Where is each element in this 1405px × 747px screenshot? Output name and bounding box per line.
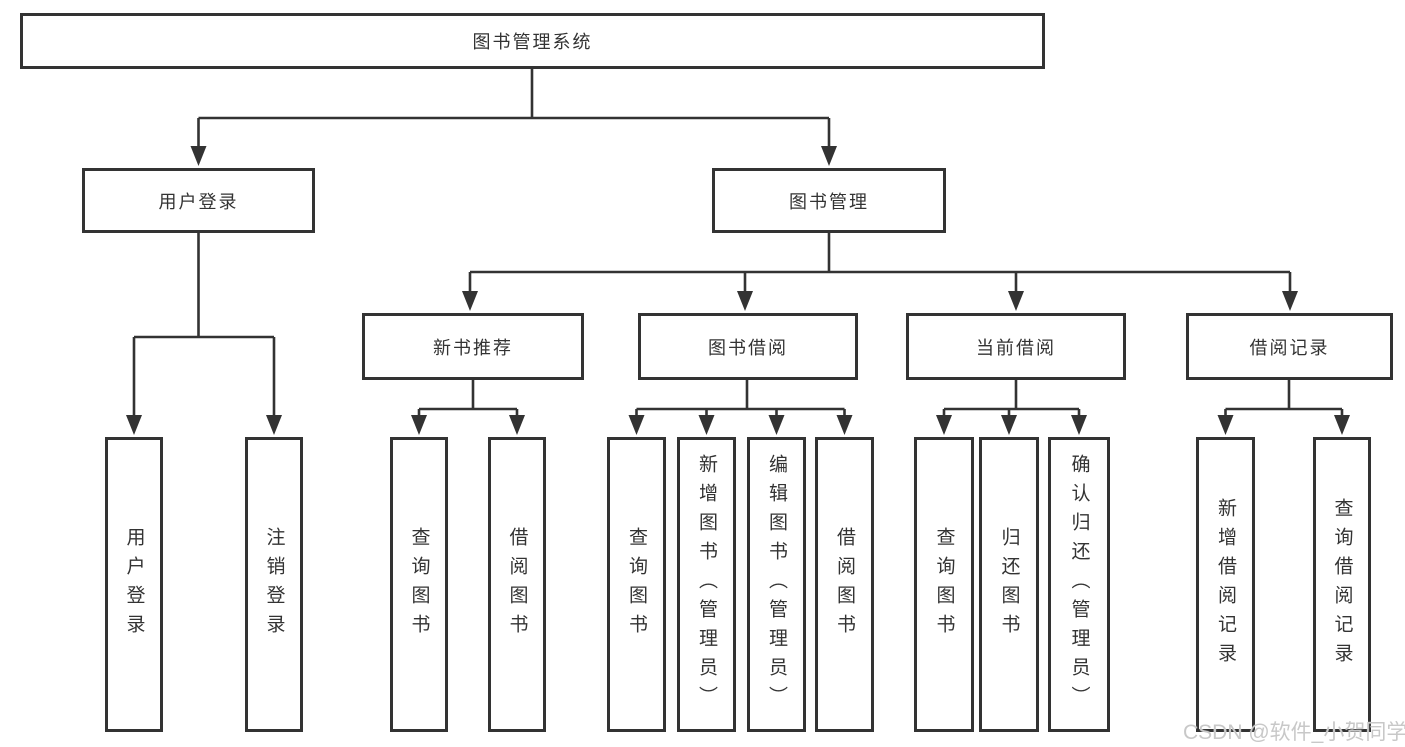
leaf-br-add-record-label: 新增借阅记录	[1215, 497, 1236, 672]
connector-borrowing-records-to-leaves	[1217, 380, 1350, 435]
connector-book-management-to-level3	[462, 233, 1298, 311]
arrow-down-icon	[936, 415, 952, 435]
leaf-bb-add-books-admin: 新增图书（管理员）	[677, 437, 736, 732]
arrow-down-icon	[1071, 415, 1087, 435]
arrow-down-icon	[821, 146, 837, 166]
arrow-down-icon	[266, 415, 282, 435]
node-borrowing-records: 借阅记录	[1186, 313, 1393, 380]
leaf-bb-borrow-books-label: 借阅图书	[834, 526, 855, 643]
leaf-logout-label: 注销登录	[263, 526, 285, 643]
connector-new-book-recommend-to-leaves	[411, 380, 525, 435]
arrow-down-icon	[1334, 415, 1350, 435]
leaf-cb-confirm-return-admin: 确认归还（管理员）	[1048, 437, 1110, 732]
leaf-bb-borrow-books: 借阅图书	[815, 437, 874, 732]
leaf-br-query-record: 查询借阅记录	[1313, 437, 1371, 732]
leaf-user-login-label: 用户登录	[123, 526, 145, 643]
leaf-br-query-record-label: 查询借阅记录	[1331, 497, 1353, 672]
arrow-down-icon	[190, 146, 207, 166]
connector-user-login-to-leaves	[126, 233, 282, 435]
arrow-down-icon	[698, 415, 715, 435]
leaf-cb-confirm-return-admin-label: 确认归还（管理员）	[1068, 454, 1090, 715]
node-new-book-recommend-label: 新书推荐	[433, 337, 513, 358]
node-book-borrowing-label: 图书借阅	[708, 337, 788, 358]
arrow-down-icon	[836, 415, 853, 435]
leaf-nbr-borrow-books: 借阅图书	[488, 437, 546, 732]
node-current-borrowing: 当前借阅	[906, 313, 1126, 380]
leaf-br-add-record: 新增借阅记录	[1196, 437, 1255, 732]
node-book-borrowing: 图书借阅	[638, 313, 858, 380]
node-root: 图书管理系统	[20, 13, 1045, 69]
connector-root-to-level2	[190, 69, 837, 166]
connector-current-borrowing-to-leaves	[936, 380, 1087, 435]
arrow-down-icon	[1282, 291, 1298, 311]
leaf-nbr-borrow-books-label: 借阅图书	[506, 526, 528, 643]
node-root-label: 图书管理系统	[472, 32, 593, 52]
arrow-down-icon	[768, 415, 785, 435]
leaf-bb-add-books-admin-label: 新增图书（管理员）	[696, 454, 717, 715]
arrow-down-icon	[628, 415, 645, 435]
arrow-down-icon	[411, 415, 427, 435]
arrow-down-icon	[126, 415, 142, 435]
node-book-management: 图书管理	[712, 168, 946, 233]
watermark: CSDN @软件_小贺同学	[1183, 721, 1405, 744]
connector-book-borrowing-to-leaves	[628, 380, 853, 435]
leaf-cb-query-books: 查询图书	[914, 437, 974, 732]
leaf-bb-query-books-label: 查询图书	[626, 526, 647, 643]
node-new-book-recommend: 新书推荐	[362, 313, 584, 380]
arrow-down-icon	[1217, 415, 1234, 435]
node-book-management-label: 图书管理	[789, 191, 869, 212]
arrow-down-icon	[737, 291, 753, 311]
leaf-user-login: 用户登录	[105, 437, 163, 732]
leaf-cb-return-books: 归还图书	[979, 437, 1039, 732]
leaf-logout: 注销登录	[245, 437, 303, 732]
node-user-login: 用户登录	[82, 168, 315, 233]
node-borrowing-records-label: 借阅记录	[1249, 337, 1330, 358]
node-user-login-label: 用户登录	[158, 191, 239, 212]
node-current-borrowing-label: 当前借阅	[976, 337, 1056, 358]
arrow-down-icon	[1008, 291, 1024, 311]
leaf-cb-return-books-label: 归还图书	[998, 526, 1020, 643]
leaf-bb-query-books: 查询图书	[607, 437, 666, 732]
leaf-nbr-query-books-label: 查询图书	[408, 526, 430, 643]
arrow-down-icon	[509, 415, 525, 435]
leaf-cb-query-books-label: 查询图书	[933, 526, 955, 643]
leaf-bb-edit-books-admin-label: 编辑图书（管理员）	[766, 454, 787, 715]
leaf-bb-edit-books-admin: 编辑图书（管理员）	[747, 437, 806, 732]
arrow-down-icon	[1001, 415, 1017, 435]
leaf-nbr-query-books: 查询图书	[390, 437, 448, 732]
arrow-down-icon	[462, 291, 478, 311]
